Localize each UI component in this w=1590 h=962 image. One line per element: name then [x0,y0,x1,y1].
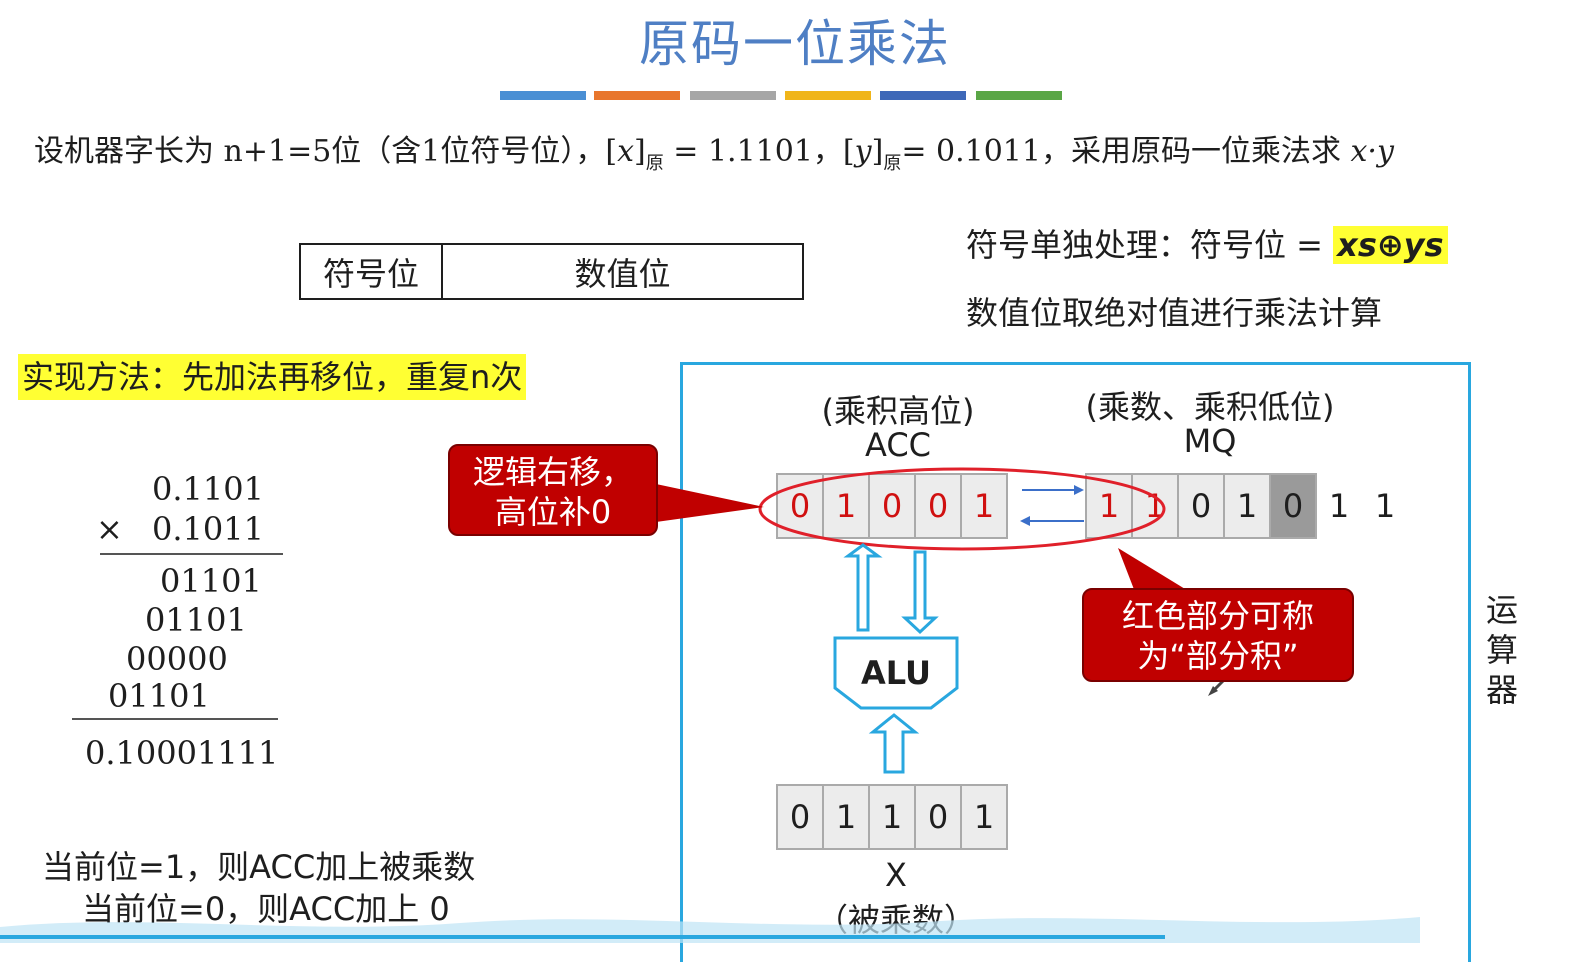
sign-formula: xs⊕ys [1333,226,1448,264]
callout-shift-line-2: 高位补0 [494,493,612,531]
register-bit: 0 [914,784,962,850]
side-char-1: 运 [1485,591,1518,629]
calc-divider-1 [100,553,283,555]
arithmetic-unit-frame [680,362,1471,962]
callout-partial-line-2: 为“部分积” [1137,637,1299,675]
register-bit: 0 [776,784,824,850]
title-stripe [785,91,871,100]
rule-bit-zero: 当前位=0，则ACC加上 0 [82,890,450,928]
problem-text-3: = 1.1101，[ [663,134,855,169]
callout-logical-shift: 逻辑右移， 高位补0 [448,444,658,536]
side-char-3: 器 [1485,671,1518,709]
title-stripe [500,91,586,100]
register-bit: 0 [1269,473,1317,539]
arithmetic-unit-label: 运 算 器 [1482,590,1522,710]
method-highlight: 实现方法：先加法再移位，重复n次 [18,354,527,400]
register-bit: 1 [1223,473,1271,539]
sign-rule-text: 符号单独处理：符号位 = [966,226,1334,264]
acc-caption: (乘积高位) [821,392,975,430]
subscript-original-2: 原 [883,153,902,174]
acc-label: ACC [864,426,931,464]
title-stripe [594,91,680,100]
calc-multiplicand: 0.1101 [152,470,264,508]
register-bit: 1 [1328,487,1350,525]
register-bit: 1 [960,473,1008,539]
side-char-2: 算 [1485,631,1518,669]
shift-arrow-left [1020,516,1084,526]
problem-statement: 设机器字长为 n+1=5位（含1位符号位），[x]原 = 1.1101，[y]原… [34,126,1394,175]
shift-arrow-right [1022,485,1084,495]
times-sign: × [96,510,123,548]
x-to-alu-arrow [868,713,920,774]
register-bit: 1 [960,784,1008,850]
callout-shift-pointer [656,484,764,522]
register-bit: 1 [1374,487,1396,525]
value-bits-cell: 数值位 [574,254,671,293]
callout-partial-product: 红色部分可称 为“部分积” [1082,588,1354,682]
alu-shape [833,636,959,710]
rule-bit-one: 当前位=1，则ACC加上被乘数 [42,848,476,886]
calc-partial-1: 01101 [160,562,262,600]
var-x: x [617,134,635,169]
x-label: X [885,856,907,894]
callout-partial-pointer [1118,548,1190,592]
var-y: y [854,134,872,169]
var-xy: x·y [1350,134,1394,169]
problem-text-1: 设机器字长为 n+1=5位（含1位符号位），[ [34,134,618,169]
problem-text-5: = 0.1011，采用原码一位乘法求 [901,134,1351,169]
partial-product-ellipse [758,467,1166,551]
title-stripe [690,91,776,100]
title-stripe [976,91,1062,100]
calc-partial-3: 00000 [126,640,228,678]
calc-result: 0.10001111 [85,734,279,772]
register-bit: 0 [868,473,916,539]
subscript-original-1: 原 [645,153,664,174]
slide-title: 原码一位乘法 [639,15,951,73]
alu-up-arrow [843,543,883,632]
calc-partial-2: 01101 [145,601,247,639]
title-stripe [880,91,966,100]
alu-down-arrow [901,550,939,635]
callout-partial-line-1: 红色部分可称 [1121,597,1314,635]
problem-text-4: ] [871,134,884,169]
alu-label: ALU [861,654,931,692]
number-format-box: 符号位 数值位 [299,243,804,300]
calc-divider-2 [72,718,278,720]
value-rule: 数值位取绝对值进行乘法计算 [966,294,1383,332]
calc-multiplier: 0.1011 [152,510,264,548]
sign-rule: 符号单独处理：符号位 = xs⊕ys [966,220,1448,266]
problem-text-2: ] [634,134,646,169]
callout-shift-line-1: 逻辑右移， [472,453,633,491]
mq-caption: (乘数、乘积低位) [1085,388,1335,426]
register-bit: 1 [822,784,870,850]
sign-bit-cell: 符号位 [301,245,443,298]
calc-partial-4: 01101 [108,677,210,715]
register-bit: 0 [1177,473,1225,539]
mq-label: MQ [1183,422,1237,460]
video-progress-bar[interactable] [0,935,1165,939]
register-bit: 1 [868,784,916,850]
